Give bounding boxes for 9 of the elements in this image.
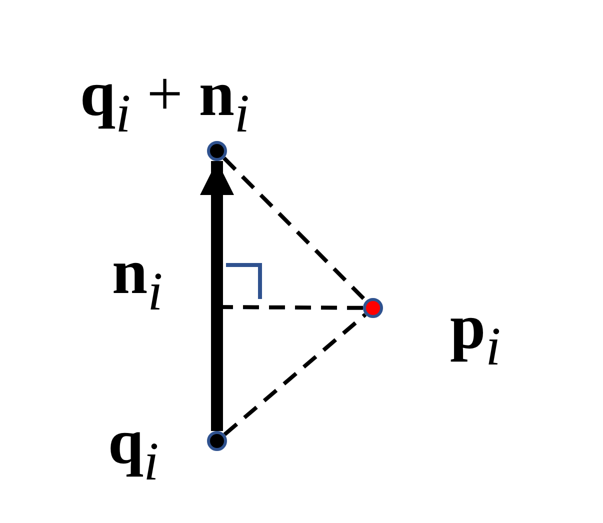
point-marker [207, 141, 227, 161]
dashed-line [223, 312, 367, 436]
arrow [200, 161, 234, 431]
point-marker [363, 298, 383, 318]
point-label: p$_{i}$ [450, 295, 501, 374]
point-label: q$_{i}$ + n$_{i}$ [80, 62, 250, 141]
point-label: q$_{i}$ [108, 410, 159, 489]
point-marker [207, 431, 227, 451]
dashed-line [222, 156, 368, 302]
